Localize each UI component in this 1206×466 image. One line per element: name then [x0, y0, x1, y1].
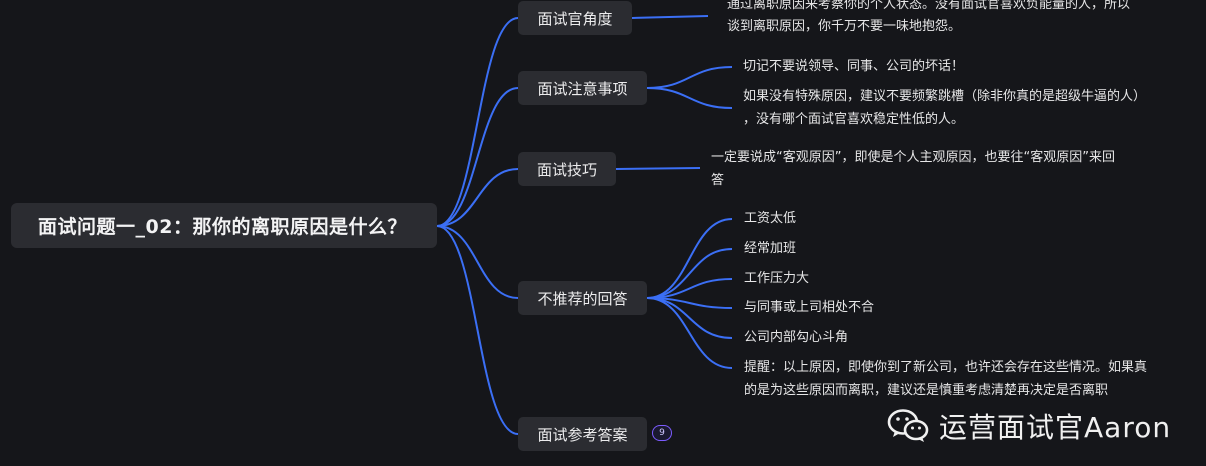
- branch-reference-answer[interactable]: 面试参考答案: [518, 417, 647, 451]
- branch-label: 不推荐的回答: [537, 289, 628, 308]
- branch-interview-notes[interactable]: 面试注意事项: [518, 71, 647, 105]
- branch-label: 面试官角度: [537, 9, 613, 28]
- note-colleague-conflict: 与同事或上司相处不合: [744, 300, 875, 315]
- watermark: 运营面试官Aaron: [887, 404, 1171, 448]
- root-branch-link-1: [436, 87, 519, 227]
- root-branch-link-3: [436, 225, 519, 299]
- note-objective-reasons: 一定要说成“客观原因”，即使是个人主观原因，也要往“客观原因”来回 答: [711, 150, 1115, 188]
- branch-label: 面试参考答案: [537, 425, 628, 444]
- note-no-badmouthing: 切记不要说领导、同事、公司的坏话！: [743, 59, 965, 74]
- root-topic-label: 面试问题一_02：那你的离职原因是什么？: [38, 216, 407, 238]
- branch-not-recommended-answers[interactable]: 不推荐的回答: [518, 281, 647, 315]
- branch-note-link: [646, 87, 733, 109]
- branch-label: 面试技巧: [536, 160, 597, 179]
- branch-note-link: [646, 66, 733, 89]
- collapsed-count-badge[interactable]: 9: [652, 425, 672, 441]
- branch-note-link: [646, 297, 733, 309]
- note-interviewer-perspective: 通过离职原因来考察你的个人状态。没有面试官喜欢负能量的人，所以 谈到离职原因，你…: [727, 0, 1131, 34]
- branch-note-link: [646, 297, 733, 369]
- note-frequent-overtime: 经常加班: [744, 241, 797, 256]
- root-branch-link-4: [436, 225, 519, 435]
- note-high-pressure: 工作压力大: [744, 271, 810, 286]
- wechat-icon: [887, 409, 929, 442]
- root-topic[interactable]: 面试问题一_02：那你的离职原因是什么？: [11, 203, 437, 248]
- root-branch-link-0: [436, 17, 519, 227]
- branch-interviewer-perspective[interactable]: 面试官角度: [518, 1, 632, 35]
- root-branch-link-2: [436, 168, 519, 227]
- branch-note-link: [646, 278, 733, 299]
- branch-label: 面试注意事项: [537, 79, 628, 98]
- note-office-politics: 公司内部勾心斗角: [744, 330, 849, 345]
- branch-note-link: [646, 297, 733, 339]
- branch-note-link: [646, 218, 733, 299]
- note-low-salary: 工资太低: [744, 211, 797, 226]
- branch-note-link: [631, 15, 709, 19]
- watermark-text: 运营面试官Aaron: [939, 411, 1172, 444]
- branch-note-link: [646, 248, 733, 299]
- note-reminder: 提醒：以上原因，即使你到了新公司，也许还会存在这些情况。如果真 的是为这些原因而…: [744, 360, 1148, 398]
- branch-interview-tips[interactable]: 面试技巧: [518, 152, 616, 186]
- note-no-job-hopping: 如果没有特殊原因，建议不要频繁跳槽（除非你真的是超级牛逼的人） ，没有哪个面试官…: [743, 89, 1147, 127]
- branch-note-link: [615, 167, 701, 170]
